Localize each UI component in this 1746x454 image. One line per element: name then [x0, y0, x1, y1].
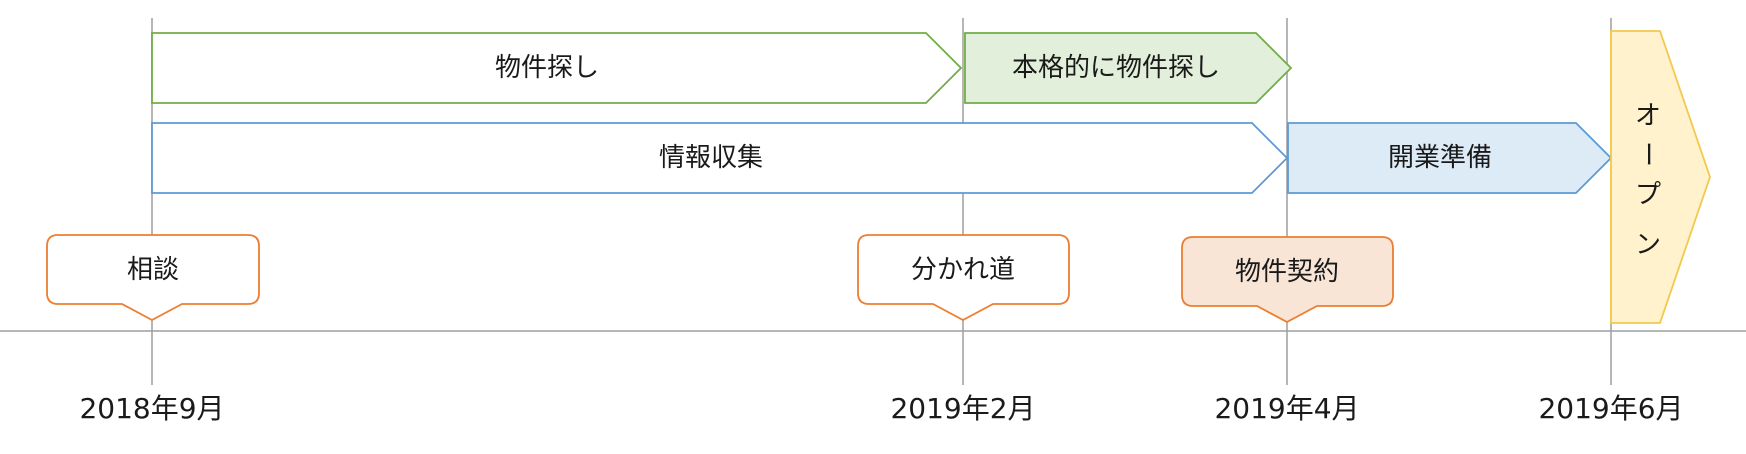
opening-char-3: プ	[1635, 180, 1661, 210]
phase-information-gathering: 情報収集	[151, 122, 1289, 194]
opening-char-4: ン	[1635, 230, 1661, 260]
date-label-2019-06: 2019年6月	[1538, 392, 1683, 425]
phase-full-property-search-label: 本格的に物件探し	[1012, 53, 1220, 83]
phase-property-search: 物件探し	[151, 32, 963, 104]
opening-marker: オ ー プ ン	[1610, 30, 1711, 324]
opening-char-2: ー	[1632, 141, 1662, 167]
milestone-consultation-label: 相談	[127, 255, 179, 285]
phase-opening-preparation: 開業準備	[1287, 122, 1613, 194]
milestone-crossroads: 分かれ道	[857, 234, 1070, 322]
phase-property-search-label: 物件探し	[495, 53, 599, 83]
phase-information-gathering-label: 情報収集	[659, 143, 763, 173]
phase-opening-preparation-label: 開業準備	[1388, 143, 1492, 173]
date-label-2018-09: 2018年9月	[79, 392, 224, 425]
milestone-property-contract: 物件契約	[1181, 236, 1394, 324]
date-label-2019-02: 2019年2月	[890, 392, 1035, 425]
milestone-property-contract-label: 物件契約	[1235, 257, 1339, 287]
milestone-crossroads-label: 分かれ道	[911, 255, 1015, 285]
opening-char-1: オ	[1635, 101, 1661, 131]
milestone-consultation: 相談	[46, 234, 260, 322]
phase-full-property-search: 本格的に物件探し	[964, 32, 1293, 104]
date-label-2019-04: 2019年4月	[1214, 392, 1359, 425]
